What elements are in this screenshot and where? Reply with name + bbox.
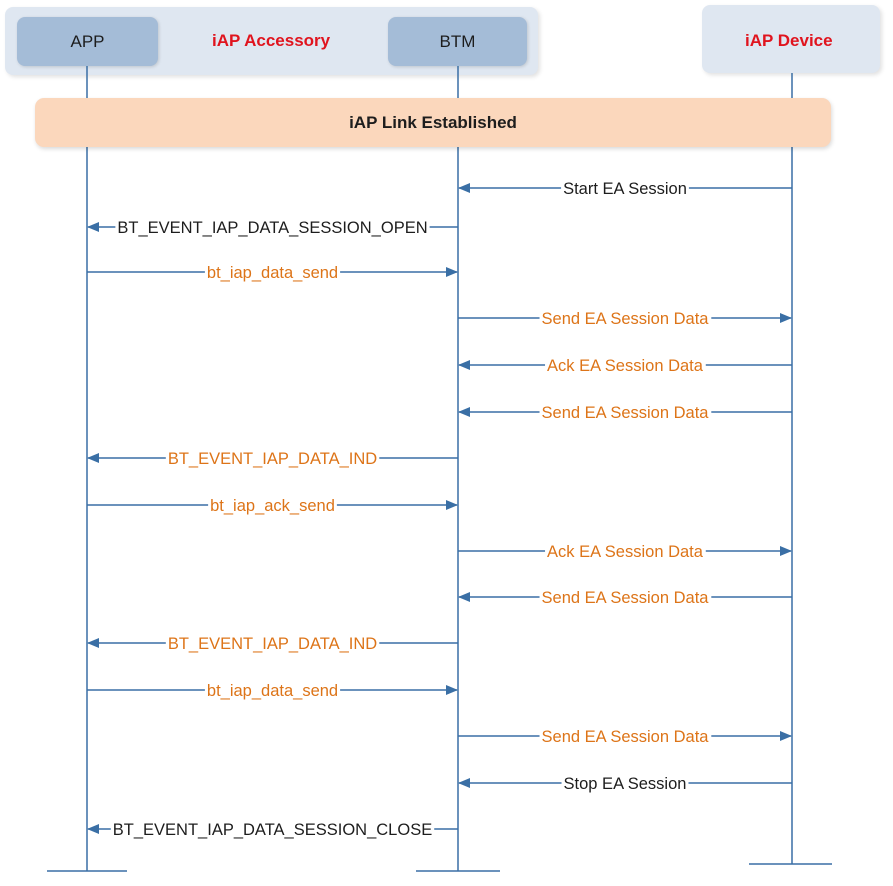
message-label-bg	[539, 589, 712, 607]
message-label-bg	[545, 543, 706, 561]
message-label-bg	[539, 728, 712, 746]
message-label-bg	[110, 821, 435, 839]
message-label: BT_EVENT_IAP_DATA_IND	[168, 635, 377, 653]
message-label-bg	[115, 219, 430, 237]
message-label-bg	[561, 180, 689, 198]
device-title: iAP Device	[745, 31, 833, 50]
message-label: BT_EVENT_IAP_DATA_IND	[168, 450, 377, 468]
message-label: Send EA Session Data	[542, 589, 710, 607]
message-label: BT_EVENT_IAP_DATA_SESSION_CLOSE	[113, 821, 432, 839]
message-label: Stop EA Session	[564, 775, 687, 793]
message-label: BT_EVENT_IAP_DATA_SESSION_OPEN	[117, 219, 427, 237]
message-label: Send EA Session Data	[542, 310, 710, 328]
message-label: Send EA Session Data	[542, 404, 710, 422]
device-group-box	[702, 5, 880, 73]
message-label: Send EA Session Data	[542, 728, 710, 746]
message-label-bg	[539, 310, 712, 328]
message-label: Ack EA Session Data	[547, 357, 704, 375]
message-label: Ack EA Session Data	[547, 543, 704, 561]
accessory-group-title: iAP Accessory	[212, 31, 331, 50]
message-label: bt_iap_data_send	[207, 264, 338, 282]
message-label-bg	[165, 450, 380, 468]
message-label-bg	[208, 497, 337, 515]
message-label-bg	[204, 264, 341, 282]
message-group: Start EA SessionBT_EVENT_IAP_DATA_SESSIO…	[87, 180, 792, 839]
message-label-bg	[561, 775, 689, 793]
message-label-bg	[545, 357, 706, 375]
message-label: Start EA Session	[563, 180, 687, 198]
message-label: bt_iap_data_send	[207, 682, 338, 700]
app-participant: APP	[17, 17, 158, 66]
message-label: bt_iap_ack_send	[210, 497, 335, 515]
message-label-bg	[539, 404, 712, 422]
message-label-bg	[204, 682, 341, 700]
link-established-banner: iAP Link Established	[35, 98, 831, 147]
btm-participant: BTM	[388, 17, 527, 66]
message-label-bg	[165, 635, 380, 653]
